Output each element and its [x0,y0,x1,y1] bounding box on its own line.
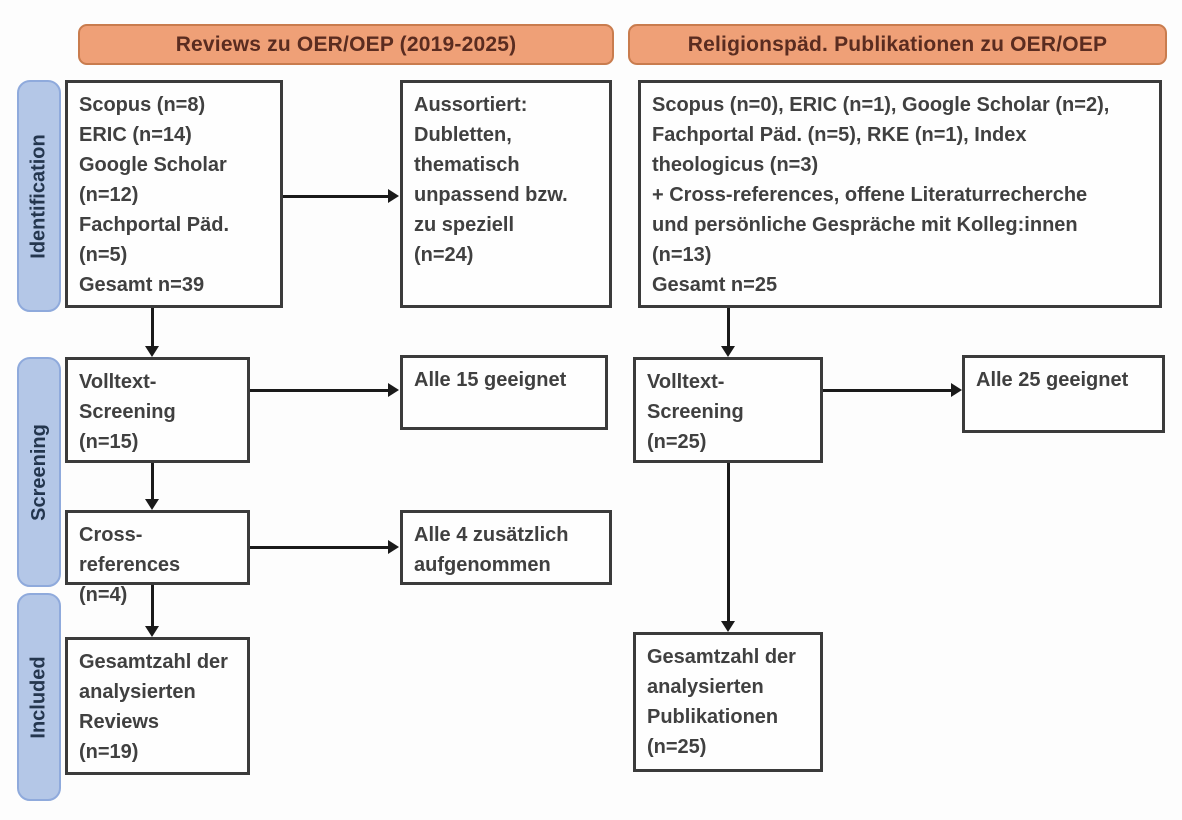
node-volltext-screening-publikationen: Volltext- Screening (n=25) [633,357,823,463]
phase-screening: Screening [17,357,61,587]
column-header-religionspaed: Religionspäd. Publikationen zu OER/OEP [628,24,1167,65]
node-sources-religionspaed: Scopus (n=0), ERIC (n=1), Google Scholar… [638,80,1162,308]
arrow-right-icon-volltext-to-alle25 [823,383,962,397]
node-sources-reviews: Scopus (n=8) ERIC (n=14) Google Scholar … [65,80,283,308]
phase-identification: Identification [17,80,61,312]
phase-screening-label: Screening [27,423,50,521]
arrow-down-icon-sources-to-volltext-right [721,308,735,357]
arrow-right-icon-sources-to-aussortiert [283,189,399,203]
node-cross-references: Cross-references (n=4) [65,510,250,606]
node-alle-15-geeignet: Alle 15 geeignet [400,355,608,430]
node-gesamtzahl-publikationen: Gesamtzahl der analysierten Publikatione… [633,632,823,772]
node-volltext-screening-reviews: Volltext- Screening (n=15) [65,357,250,463]
node-aussortiert: Aussortiert: Dubletten, thematisch unpas… [400,80,612,308]
arrow-down-icon-crossref-to-gesamt-left [145,585,159,637]
arrow-down-icon-volltext-to-crossref [145,463,159,510]
column-header-reviews: Reviews zu OER/OEP (2019-2025) [78,24,614,65]
phase-identification-label: Identification [27,133,50,259]
column-header-reviews-label: Reviews zu OER/OEP (2019-2025) [175,32,517,56]
arrow-right-icon-volltext-to-alle15 [250,383,399,397]
node-alle-25-geeignet: Alle 25 geeignet [962,355,1165,433]
node-alle-4-aufgenommen: Alle 4 zusätzlich aufgenommen [400,510,612,585]
phase-included: Included [17,593,61,801]
arrow-down-icon-volltext-to-gesamt-right [721,463,735,632]
column-header-religionspaed-label: Religionspäd. Publikationen zu OER/OEP [687,32,1108,56]
arrow-right-icon-crossref-to-alle4 [250,540,399,554]
phase-included-label: Included [27,655,50,739]
node-gesamtzahl-reviews: Gesamtzahl der analysierten Reviews (n=1… [65,637,250,775]
arrow-down-icon-sources-to-volltext-left [145,308,159,357]
